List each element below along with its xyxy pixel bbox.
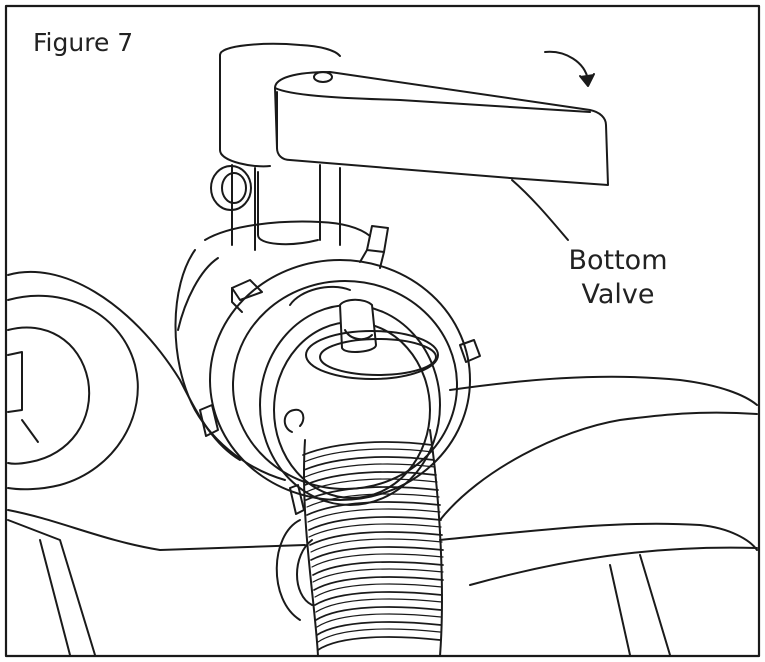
figure-border	[4, 4, 761, 658]
hook	[283, 408, 305, 433]
valve-stem	[219, 42, 341, 251]
bottom-valve-callout-label: Bottom Valve	[563, 244, 673, 312]
callout-leader-line	[511, 179, 569, 241]
callout-line-1: Bottom	[568, 245, 668, 276]
retaining-tab	[339, 298, 377, 353]
wire-clip	[305, 330, 439, 380]
callout-line-2: Valve	[581, 279, 655, 310]
side-port	[7, 294, 139, 491]
side-knob	[210, 165, 252, 211]
figure-title: Figure 7	[33, 28, 134, 57]
valve-body	[174, 220, 371, 481]
corrugated-hose	[302, 429, 444, 657]
curved-arrow-clockwise-icon	[544, 50, 595, 87]
valve-lever-handle	[274, 71, 609, 186]
